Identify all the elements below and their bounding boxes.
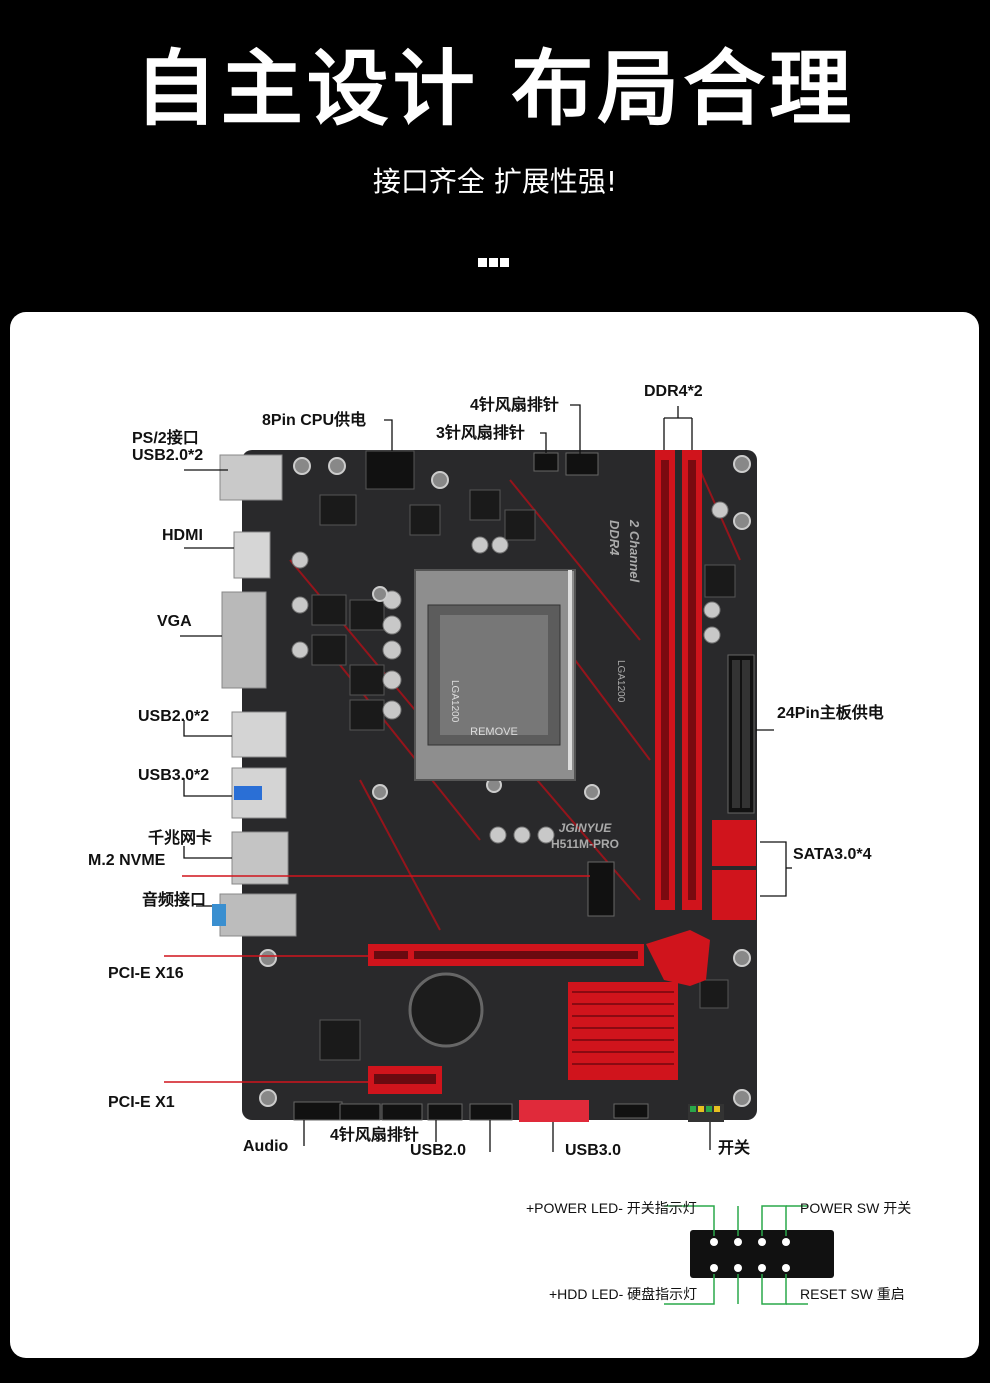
label-audio-header: Audio — [243, 1138, 289, 1155]
board-brand: JGINYUE — [559, 821, 613, 835]
divider-dots — [478, 252, 511, 271]
fan-3pin-header — [533, 452, 559, 472]
chipset-heatsink — [568, 982, 678, 1080]
label-hdd-led: +HDD LED- 硬盘指示灯 — [549, 1286, 698, 1302]
label-power-sw: POWER SW 开关 — [800, 1200, 912, 1216]
label-ddr4: DDR4*2 — [644, 383, 703, 400]
label-hdmi: HDMI — [162, 527, 203, 544]
fan-4pin-header — [565, 452, 599, 476]
cmos-battery — [408, 972, 484, 1048]
label-usb20: USB2.0*2 — [138, 708, 210, 725]
audio-header — [293, 1101, 343, 1121]
label-usb30: USB3.0*2 — [138, 767, 210, 784]
label-switch: 开关 — [718, 1140, 751, 1157]
label-ps2-usb: USB2.0*2 — [132, 447, 204, 464]
label-usb30-header: USB3.0 — [565, 1142, 622, 1159]
socket-side-label: LGA1200 — [615, 660, 626, 703]
label-sata: SATA3.0*4 — [793, 846, 872, 863]
usb20-header — [469, 1103, 513, 1121]
label-pcie1: PCI-E X1 — [108, 1094, 175, 1111]
label-audio-jack: 音频接口 — [142, 892, 207, 909]
label-lan: 千兆网卡 — [148, 830, 213, 847]
pcie-latch — [646, 930, 710, 986]
ddr-text-2: 2 Channel — [627, 519, 642, 583]
ps2-usb-port — [219, 454, 283, 501]
usb20-port — [231, 711, 287, 758]
atx-24pin-connector — [727, 654, 755, 814]
cpu-8pin-connector — [365, 450, 415, 490]
board-model: H511M-PRO — [551, 837, 619, 851]
sata-ports-lower — [712, 870, 756, 920]
usb30-header — [519, 1100, 589, 1122]
label-pcie16: PCI-E X16 — [108, 965, 184, 982]
usb30-blue — [234, 786, 262, 800]
vga-port — [221, 591, 267, 689]
socket-remove-text: REMOVE — [470, 726, 518, 738]
hdmi-port — [233, 531, 271, 579]
fan-4pin-bottom-header — [427, 1103, 463, 1121]
page-subtitle: 接口齐全 扩展性强! — [372, 165, 618, 198]
label-fan4-bottom: 4针风扇排针 — [330, 1127, 419, 1144]
label-fan3-top: 3针风扇排针 — [436, 425, 525, 442]
label-usb20-header: USB2.0 — [410, 1142, 467, 1159]
label-ps2: PS/2接口 — [132, 430, 199, 447]
audio-port — [219, 893, 297, 937]
front-panel-pin-diagram — [690, 1230, 834, 1278]
label-vga: VGA — [157, 613, 192, 630]
label-fan4-top: 4针风扇排针 — [470, 397, 559, 414]
audio-blue — [212, 904, 226, 926]
socket-label: LGA1200 — [449, 680, 460, 723]
label-power-led: +POWER LED- 开关指示灯 — [526, 1200, 697, 1216]
label-m2: M.2 NVME — [88, 852, 166, 869]
sata-ports-upper — [712, 820, 756, 866]
label-reset-sw: RESET SW 重启 — [800, 1286, 905, 1302]
m2-slot — [587, 861, 615, 917]
ddr-text-1: DDR4 — [607, 520, 622, 556]
label-atx24: 24Pin主板供电 — [777, 705, 884, 722]
label-cpu8pin: 8Pin CPU供电 — [262, 412, 367, 429]
page-title: 自主设计 布局合理 — [134, 42, 856, 137]
